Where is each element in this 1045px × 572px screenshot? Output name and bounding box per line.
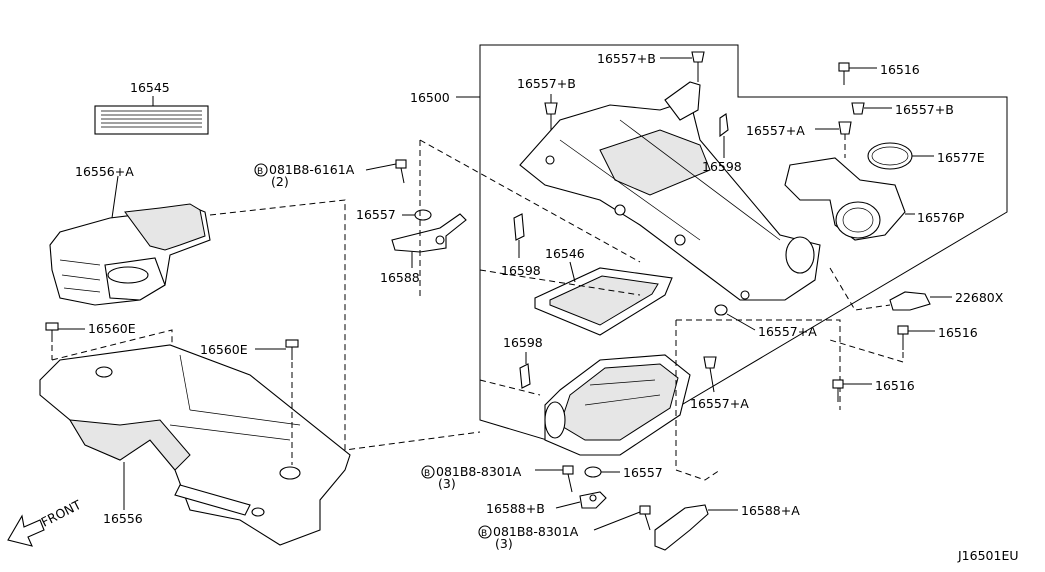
part-number-16545: 16545: [130, 80, 170, 95]
bolt-16516-top[interactable]: [838, 62, 877, 85]
part-number-16577e: 16577E: [937, 150, 985, 165]
part-number-16598-b: 16598: [501, 263, 541, 278]
part-number-16557b-mid: 16557+B: [517, 76, 576, 91]
part-number-16557-bottom: 16557: [623, 465, 663, 480]
grommet-16557a-low[interactable]: [703, 356, 717, 393]
part-number-16588: 16588: [380, 270, 420, 285]
part-number-16556a: 16556+A: [75, 164, 134, 179]
part-number-16576p: 16576P: [917, 210, 965, 225]
filter-element-16546[interactable]: [534, 261, 673, 336]
grommet-16557b-mid[interactable]: [544, 94, 558, 130]
grommet-16557b-top[interactable]: [660, 51, 705, 82]
bolt-081b8-6161a[interactable]: [365, 159, 407, 184]
bolt-16516-mid[interactable]: [897, 325, 935, 350]
bolt-16516-low[interactable]: [832, 379, 872, 402]
hose-16576p[interactable]: [784, 157, 915, 241]
part-number-16598-c: 16598: [503, 335, 543, 350]
part-number-16516-mid: 16516: [938, 325, 978, 340]
bolt-badge-icon-2: B: [421, 465, 435, 479]
part-number-16557b-right: 16557+B: [895, 102, 954, 117]
clip-16598-b[interactable]: [513, 213, 525, 258]
part-number-16557a-low: 16557+A: [690, 396, 749, 411]
qty-081b8-8301a-1: (3): [438, 476, 456, 491]
svg-text:B: B: [424, 469, 430, 479]
clip-16598-c[interactable]: [519, 352, 531, 389]
air-duct-16556a[interactable]: [49, 175, 211, 306]
part-number-16557a-top: 16557+A: [746, 123, 805, 138]
part-number-16516-low: 16516: [875, 378, 915, 393]
qty-081b8-8301a-2: (3): [495, 536, 513, 551]
diagram-code: J16501EU: [957, 548, 1019, 563]
svg-text:B: B: [481, 529, 487, 539]
part-number-16560e-left: 16560E: [88, 321, 136, 336]
front-label: FRONT: [39, 497, 84, 530]
grommet-16557a-mid[interactable]: [714, 304, 756, 331]
clip-16560e-left[interactable]: [45, 322, 85, 360]
grommet-16557-left[interactable]: [402, 209, 432, 221]
bolt-081b8-8301a-2[interactable]: [593, 505, 651, 531]
part-number-16588b: 16588+B: [486, 501, 545, 516]
lower-cover-16556[interactable]: [39, 344, 351, 546]
part-number-16546: 16546: [545, 246, 585, 261]
part-number-081b8-8301a-2: 081B8-8301A: [493, 524, 579, 539]
air-cleaner-upper-16500[interactable]: [519, 81, 821, 301]
part-number-16557-left: 16557: [356, 207, 396, 222]
part-number-16500: 16500: [410, 90, 450, 105]
bracket-16588b[interactable]: [555, 491, 607, 509]
qty-081b8-6161a: (2): [271, 174, 289, 189]
grommet-16557-bottom[interactable]: [584, 466, 620, 478]
clip-16560e-right[interactable]: [255, 339, 299, 465]
bolt-081b8-8301a-1[interactable]: [535, 465, 574, 493]
part-number-081b8-8301a-1: 081B8-8301A: [436, 464, 522, 479]
front-arrow-icon: [7, 514, 45, 547]
part-number-16556: 16556: [103, 511, 143, 526]
part-number-16598-a: 16598: [702, 159, 742, 174]
grommet-16557a-top[interactable]: [815, 121, 852, 158]
bracket-16588[interactable]: [391, 213, 467, 268]
bracket-16588a[interactable]: [654, 504, 738, 551]
bolt-badge-icon-3: B: [478, 525, 492, 539]
part-number-16588a: 16588+A: [741, 503, 800, 518]
clip-16598-a[interactable]: [719, 113, 729, 158]
bolt-badge-icon-1: B: [254, 163, 268, 177]
grommet-16557b-right[interactable]: [851, 102, 892, 115]
label-plate-16545[interactable]: [94, 96, 209, 135]
part-number-16557b-top: 16557+B: [597, 51, 656, 66]
svg-text:B: B: [257, 167, 263, 177]
part-number-16557a-mid: 16557+A: [758, 324, 817, 339]
air-cleaner-lower-case[interactable]: [544, 354, 691, 456]
part-number-16560e-right: 16560E: [200, 342, 248, 357]
part-number-22680x: 22680X: [955, 290, 1004, 305]
sensor-22680x[interactable]: [889, 291, 952, 311]
part-number-081b8-6161a: 081B8-6161A: [269, 162, 355, 177]
assembly-frame: [479, 44, 1008, 456]
part-number-16516-top: 16516: [880, 62, 920, 77]
clamp-16577e[interactable]: [867, 142, 934, 170]
